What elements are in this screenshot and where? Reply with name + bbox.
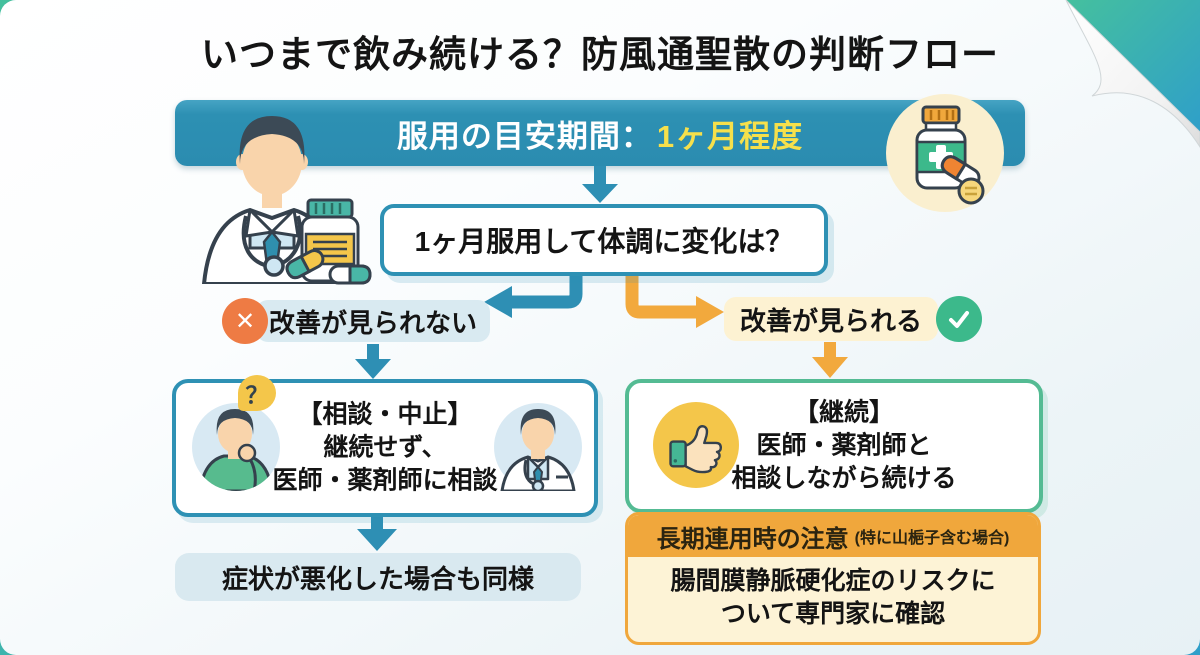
consult-stop-line2: 継続せず、: [323, 433, 447, 462]
worsening-note-text: 症状が悪化した場合も同様: [221, 563, 534, 594]
thumbs-up-icon: [653, 402, 739, 488]
branch-improvement-text: 改善が見られる: [739, 305, 922, 336]
question-text: 1ヶ月服用して体調に変化は？: [414, 226, 794, 257]
consult-stop-line1: 【相談・中止】: [297, 400, 473, 429]
outcome-continue-box: 【継続】 医師・薬剤師と 相談しながら続ける: [625, 379, 1043, 513]
thinking-person-illustration: [192, 403, 280, 493]
outcome-consult-stop-box: ？ 【相談・中止】 継続せず、 医師・薬剤師に相談: [172, 375, 598, 517]
duration-label: 服用の目安期間：: [396, 118, 653, 154]
caution-body-line2: ついて専門家に確認: [720, 599, 946, 628]
x-icon: ✕: [222, 298, 268, 344]
duration-value: 1ヶ月程度: [656, 118, 804, 154]
x-glyph: ✕: [234, 307, 256, 335]
branch-label-improvement: 改善が見られる: [724, 297, 938, 341]
caution-header-text: 長期連用時の注意: [656, 525, 849, 553]
worsening-note: 症状が悪化した場合も同様: [175, 553, 581, 601]
question-glyph: ？: [245, 382, 269, 408]
page-title: いつまで飲み続ける？防風通聖散の判断フロー: [201, 34, 999, 75]
consult-stop-line3: 医師・薬剤師に相談: [272, 466, 498, 495]
outcome-consult-stop-text: 【相談・中止】 継続せず、 医師・薬剤師に相談: [176, 399, 594, 498]
continue-line3: 相談しながら続ける: [731, 464, 957, 493]
medicine-bottle-illustration: [282, 190, 374, 293]
caution-body-line1: 腸間膜静脈硬化症のリスクに: [670, 567, 996, 595]
caution-body: 腸間膜静脈硬化症のリスクに ついて専門家に確認: [628, 557, 1038, 642]
question-bubble-icon: ？: [238, 375, 276, 411]
long-term-caution-box: 長期連用時の注意 (特に山梔子含む場合) 腸間膜静脈硬化症のリスクに ついて専門…: [625, 512, 1041, 645]
pill-bottle-badge: [886, 94, 1004, 212]
duration-header-bar: 服用の目安期間： 1ヶ月程度: [175, 100, 1025, 166]
question-box: 1ヶ月服用して体調に変化は？: [380, 204, 828, 276]
caution-header-subtext: (特に山梔子含む場合): [854, 530, 1010, 547]
continue-line2: 医師・薬剤師と: [756, 431, 932, 460]
check-icon: [936, 296, 982, 342]
small-doctor-illustration: [494, 403, 582, 493]
continue-line1: 【継続】: [793, 398, 894, 427]
caution-header: 長期連用時の注意 (特に山梔子含む場合): [628, 515, 1038, 557]
branch-no-improvement-text: 改善が見られない: [268, 307, 477, 338]
outcome-continue-text: 【継続】 医師・薬剤師と 相談しながら続ける: [674, 397, 1014, 496]
branch-label-no-improvement: 改善が見られない: [256, 300, 490, 342]
